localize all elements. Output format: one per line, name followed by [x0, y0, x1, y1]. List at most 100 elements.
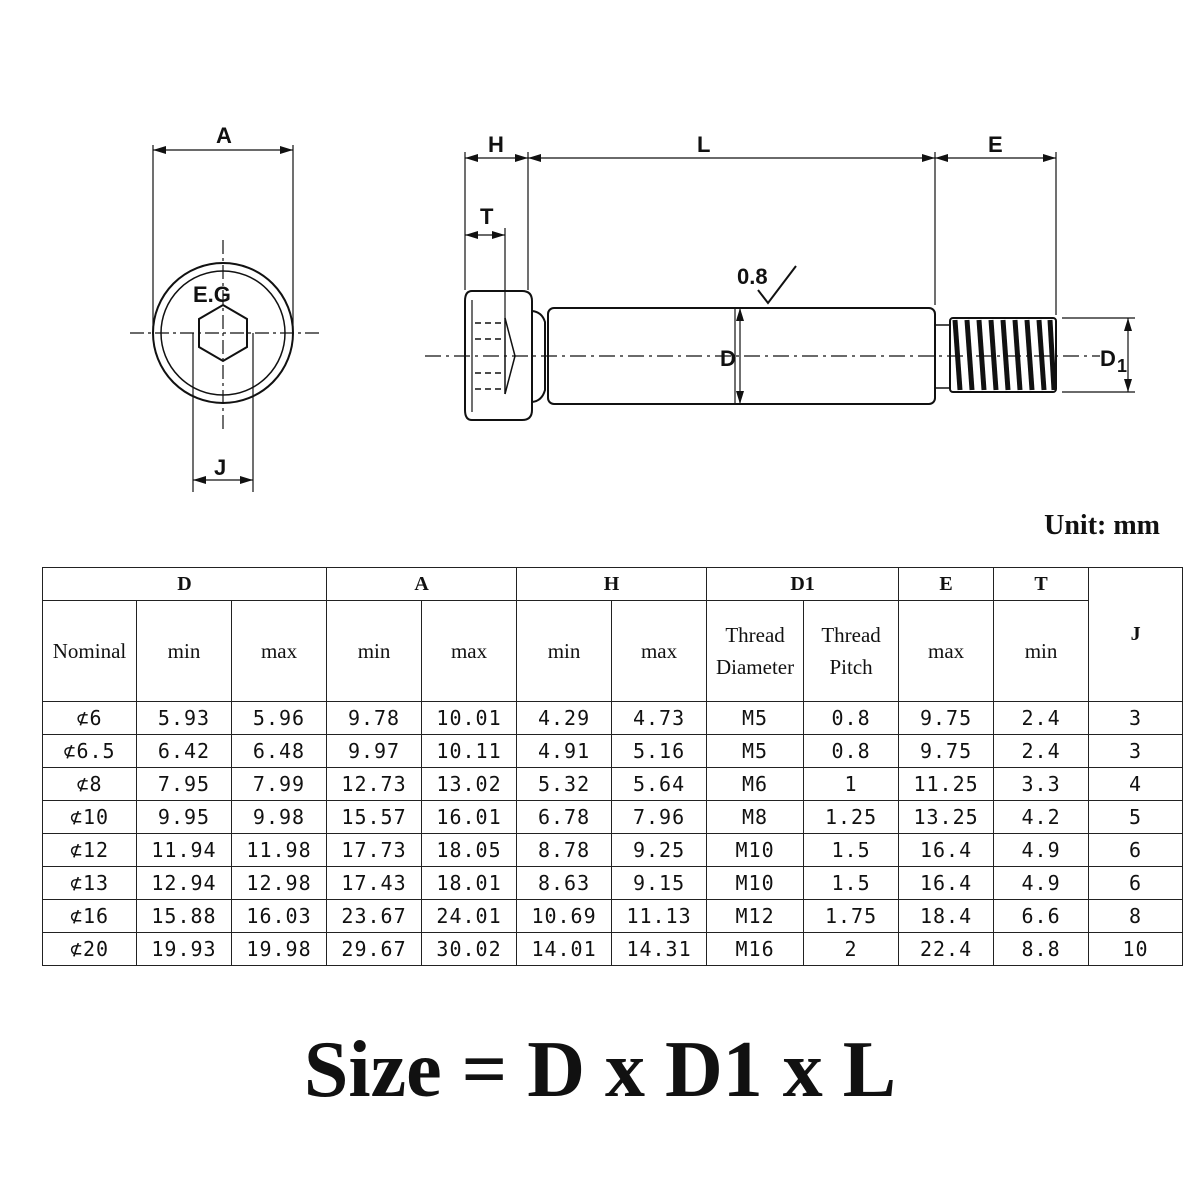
cell-h-max: 7.96 [611, 800, 708, 834]
cell-thread-pitch: 1.25 [803, 800, 900, 834]
cell-a-min: 17.73 [326, 833, 423, 867]
cell-j: 4 [1088, 767, 1184, 801]
subheader-t-min: min [993, 600, 1090, 702]
subheader-h-max: max [611, 600, 708, 702]
cell-a-min: 23.67 [326, 899, 423, 933]
cell-a-min: 15.57 [326, 800, 423, 834]
cell-d-min: 11.94 [136, 833, 232, 867]
cell-t-min: 3.3 [993, 767, 1090, 801]
cell-a-max: 10.01 [421, 701, 518, 735]
cell-thread-pitch: 2 [803, 932, 900, 966]
end-view [130, 145, 320, 492]
cell-d-max: 6.48 [230, 734, 328, 768]
cell-a-max: 18.01 [421, 866, 518, 900]
cell-j: 8 [1088, 899, 1184, 933]
cell-a-min: 12.73 [326, 767, 423, 801]
cell-j: 5 [1088, 800, 1184, 834]
header-e: E [898, 567, 995, 601]
thread-pitch-line2: Pitch [829, 655, 873, 679]
cell-h-max: 9.15 [611, 866, 708, 900]
cell-h-min: 4.91 [516, 734, 613, 768]
dim-label-l: L [697, 132, 710, 157]
cell-d-max: 7.99 [230, 767, 328, 801]
cell-nominal: ⊄6 [42, 701, 137, 735]
cell-t-min: 6.6 [993, 899, 1090, 933]
cell-a-max: 10.11 [421, 734, 518, 768]
cell-h-min: 4.29 [516, 701, 613, 735]
shoulder-bolt-drawing: A J E.G H L E T D D 1 0.8 [130, 123, 1135, 492]
header-t: T [993, 567, 1090, 601]
cell-d-max: 5.96 [230, 701, 328, 735]
subheader-d-max: max [230, 600, 328, 702]
cell-nominal: ⊄16 [42, 899, 137, 933]
subheader-a-min: min [326, 600, 423, 702]
dim-label-d: D [720, 346, 736, 371]
cell-nominal: ⊄6.5 [42, 734, 137, 768]
cell-nominal: ⊄8 [42, 767, 137, 801]
thread-diameter-line2: Diameter [715, 655, 795, 679]
unit-note: Unit: mm [1044, 510, 1160, 541]
thread-pitch-line1: Thread [821, 623, 881, 647]
cell-e-max: 11.25 [898, 767, 995, 801]
cell-thread-diameter: M5 [706, 734, 805, 768]
cell-j: 10 [1088, 932, 1184, 966]
subheader-a-max: max [421, 600, 518, 702]
cell-thread-pitch: 0.8 [803, 701, 900, 735]
cell-thread-pitch: 1 [803, 767, 900, 801]
dim-label-d1-subscript: 1 [1117, 356, 1127, 376]
cell-thread-pitch: 1.5 [803, 833, 900, 867]
header-h: H [516, 567, 708, 601]
roughness-label: 0.8 [737, 264, 768, 289]
cell-t-min: 4.9 [993, 833, 1090, 867]
cell-h-max: 14.31 [611, 932, 708, 966]
cell-h-min: 8.63 [516, 866, 613, 900]
dim-label-d1: D [1100, 346, 1116, 371]
header-d: D [41, 567, 328, 601]
cell-nominal: ⊄10 [42, 800, 137, 834]
cell-a-min: 9.78 [326, 701, 423, 735]
cell-t-min: 2.4 [993, 734, 1090, 768]
cell-nominal: ⊄20 [42, 932, 137, 966]
dim-label-e: E [988, 132, 1003, 157]
cell-h-min: 10.69 [516, 899, 613, 933]
cell-thread-pitch: 1.75 [803, 899, 900, 933]
cell-d-min: 9.95 [136, 800, 232, 834]
cell-a-min: 9.97 [326, 734, 423, 768]
subheader-h-min: min [516, 600, 613, 702]
cell-e-max: 9.75 [898, 734, 995, 768]
cell-e-max: 22.4 [898, 932, 995, 966]
cell-j: 6 [1088, 866, 1184, 900]
cell-thread-pitch: 1.5 [803, 866, 900, 900]
cell-h-max: 5.64 [611, 767, 708, 801]
cell-thread-diameter: M6 [706, 767, 805, 801]
dim-label-a: A [216, 123, 232, 148]
thread-diameter-line1: Thread [725, 623, 785, 647]
subheader-thread-pitch: Thread Pitch [803, 600, 900, 702]
header-a: A [326, 567, 518, 601]
cell-a-max: 16.01 [421, 800, 518, 834]
subheader-thread-diameter: Thread Diameter [706, 600, 805, 702]
cell-j: 3 [1088, 701, 1184, 735]
cell-d-max: 19.98 [230, 932, 328, 966]
header-j: J [1088, 567, 1184, 702]
cell-d-max: 12.98 [230, 866, 328, 900]
cell-d-min: 19.93 [136, 932, 232, 966]
cell-e-max: 13.25 [898, 800, 995, 834]
cell-thread-pitch: 0.8 [803, 734, 900, 768]
cell-d-min: 5.93 [136, 701, 232, 735]
cell-thread-diameter: M8 [706, 800, 805, 834]
cell-h-max: 5.16 [611, 734, 708, 768]
cell-h-min: 5.32 [516, 767, 613, 801]
cell-j: 3 [1088, 734, 1184, 768]
cell-a-max: 30.02 [421, 932, 518, 966]
cell-d-min: 15.88 [136, 899, 232, 933]
cell-a-max: 24.01 [421, 899, 518, 933]
cell-d-max: 9.98 [230, 800, 328, 834]
dim-label-h: H [488, 132, 504, 157]
